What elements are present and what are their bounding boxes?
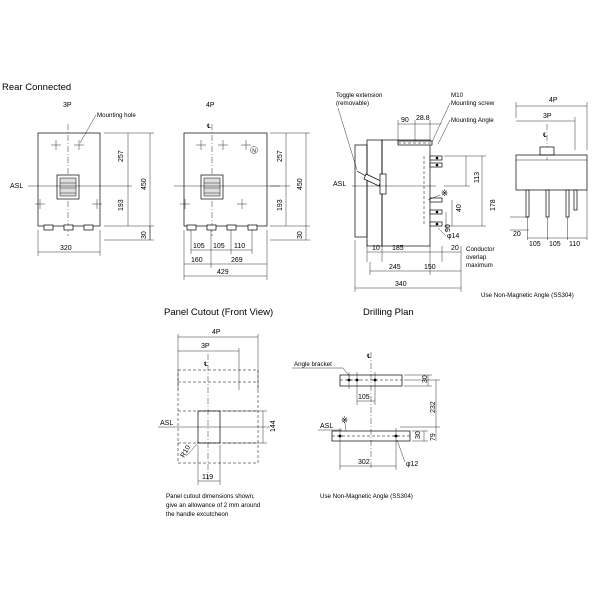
centerline-mark-drilling: ℄: [367, 353, 371, 360]
dim-450-4p: 450: [297, 178, 304, 190]
dim-30-top-drill: 30: [422, 375, 429, 383]
dim-79: 79: [430, 433, 437, 441]
dim-105-end-a: 105: [529, 241, 541, 248]
dim-28-8: 28.8: [416, 115, 430, 122]
breaker-body-side: [381, 139, 431, 247]
angle-bracket-top: [339, 374, 403, 387]
cutout-note-line-3: the handle excutcheon: [166, 511, 229, 518]
view-end: 4P 3P ℄ 20 105 105 110 Use Non-Magnetic …: [481, 97, 588, 299]
dim-10: 10: [372, 245, 380, 252]
view-panel-cutout: Panel Cutout (Front View) 4P 3P ℄ ASL 14…: [158, 307, 277, 518]
view-4p-front: 4P ℄ N 257 450 193 30: [174, 102, 310, 280]
section-title-drilling-plan: Drilling Plan: [363, 307, 414, 318]
mounting-hole-marks: [35, 140, 102, 209]
dim-269-4p: 269: [231, 257, 243, 264]
breaker-body-4p: [183, 132, 268, 227]
dim-144: 144: [270, 420, 277, 432]
asl-label-side: ASL: [333, 181, 346, 188]
label-end-4p: 4P: [549, 97, 558, 104]
dim-105-drill: 105: [358, 394, 370, 401]
dim-185: 185: [392, 245, 404, 252]
asl-label-cutout: ASL: [160, 420, 173, 427]
angle-bracket-callout: Angle bracket: [294, 361, 332, 368]
view-side: Toggle extension (removable) M10 Mountin…: [333, 92, 497, 292]
front-cover-side: [354, 144, 368, 238]
dim-90-top: 90: [401, 117, 409, 124]
breaker-outline-dashed: [177, 369, 259, 464]
dim-193-4p: 193: [277, 199, 284, 211]
dim-90-side: 90: [445, 224, 452, 232]
toggle-extension-callout: Toggle extension: [336, 92, 383, 99]
dim-302: 302: [358, 459, 370, 466]
dim-40: 40: [456, 204, 463, 212]
mounting-hole-marks: [180, 140, 251, 209]
dim-193: 193: [118, 199, 125, 211]
mounting-hole-callout: Mounting hole: [97, 112, 136, 119]
label-3p: 3P: [63, 102, 72, 109]
dim-110-end: 110: [569, 241, 580, 248]
centerline-mark-cutout: ℄: [204, 361, 208, 368]
svg-text:N: N: [252, 149, 256, 155]
conductor-callout: Conductor: [466, 246, 495, 253]
dim-320: 320: [60, 245, 72, 252]
dim-257: 257: [118, 150, 125, 162]
dim-450: 450: [141, 178, 148, 190]
mounting-angle-callout: Mounting Angle: [451, 117, 494, 124]
label-cutout-3p: 3P: [201, 343, 210, 350]
dim-105-4p-b: 105: [213, 243, 225, 250]
label-4p: 4P: [206, 102, 215, 109]
mounting-screw-callout: Mounting screw: [451, 100, 495, 107]
non-magnetic-note-top: Use Non-Magnetic Angle (SS304): [481, 292, 574, 299]
r10-label: R10: [180, 444, 193, 459]
overlap-callout: overlap: [466, 254, 487, 261]
dim-119: 119: [202, 474, 213, 481]
phi12-label: φ12: [406, 461, 418, 468]
centerline-mark-4p: ℄: [207, 123, 211, 130]
asl-label-drill: ASL: [320, 423, 333, 430]
dim-232: 232: [430, 401, 437, 413]
toggle-removable-callout: (removable): [336, 100, 369, 107]
dim-340: 340: [395, 281, 407, 288]
dim-105-end-b: 105: [549, 241, 561, 248]
section-title-rear-connected: Rear Connected: [2, 82, 71, 93]
view-drilling-plan: Drilling Plan ℄ Angle bracket 30 105 232…: [292, 307, 440, 500]
cutout-note-line-2: give an allowance of 2 mm around: [166, 502, 261, 509]
label-cutout-4p: 4P: [212, 329, 221, 336]
dim-30: 30: [141, 231, 148, 239]
m10-callout: M10: [451, 92, 464, 99]
view-3p-front: 3P ASL Mounting hole 257: [10, 102, 154, 256]
dim-178: 178: [490, 199, 497, 211]
non-magnetic-note-bottom: Use Non-Magnetic Angle (SS304): [320, 493, 413, 500]
dim-150: 150: [424, 264, 436, 271]
dim-30-4p: 30: [297, 231, 304, 239]
phi14-label: φ14: [447, 233, 459, 240]
neutral-circle-mark: [250, 146, 258, 154]
section-title-panel-cutout: Panel Cutout (Front View): [164, 307, 273, 318]
dim-160-4p: 160: [191, 257, 203, 264]
dim-257-4p: 257: [277, 150, 284, 162]
dim-429-4p: 429: [217, 269, 229, 276]
centerline-mark-end: ℄: [543, 132, 547, 139]
label-end-3p: 3P: [543, 113, 552, 120]
dim-30-bottom-drill: 30: [415, 431, 422, 439]
dim-245: 245: [389, 264, 401, 271]
dim-113: 113: [474, 172, 481, 183]
cutout-note-line-1: Panel cutout dimensions shown,: [166, 493, 255, 500]
dim-20-end: 20: [513, 231, 521, 238]
dim-110-4p: 110: [234, 243, 245, 250]
asl-label-3p: ASL: [10, 183, 23, 190]
dim-105-4p-a: 105: [193, 243, 205, 250]
maximum-callout: maximum: [466, 262, 493, 269]
reference-mark-drill: ※: [341, 415, 348, 425]
reference-mark-side: ※: [441, 188, 448, 198]
breaker-body-end: [515, 154, 588, 191]
dim-20-side: 20: [451, 245, 459, 252]
